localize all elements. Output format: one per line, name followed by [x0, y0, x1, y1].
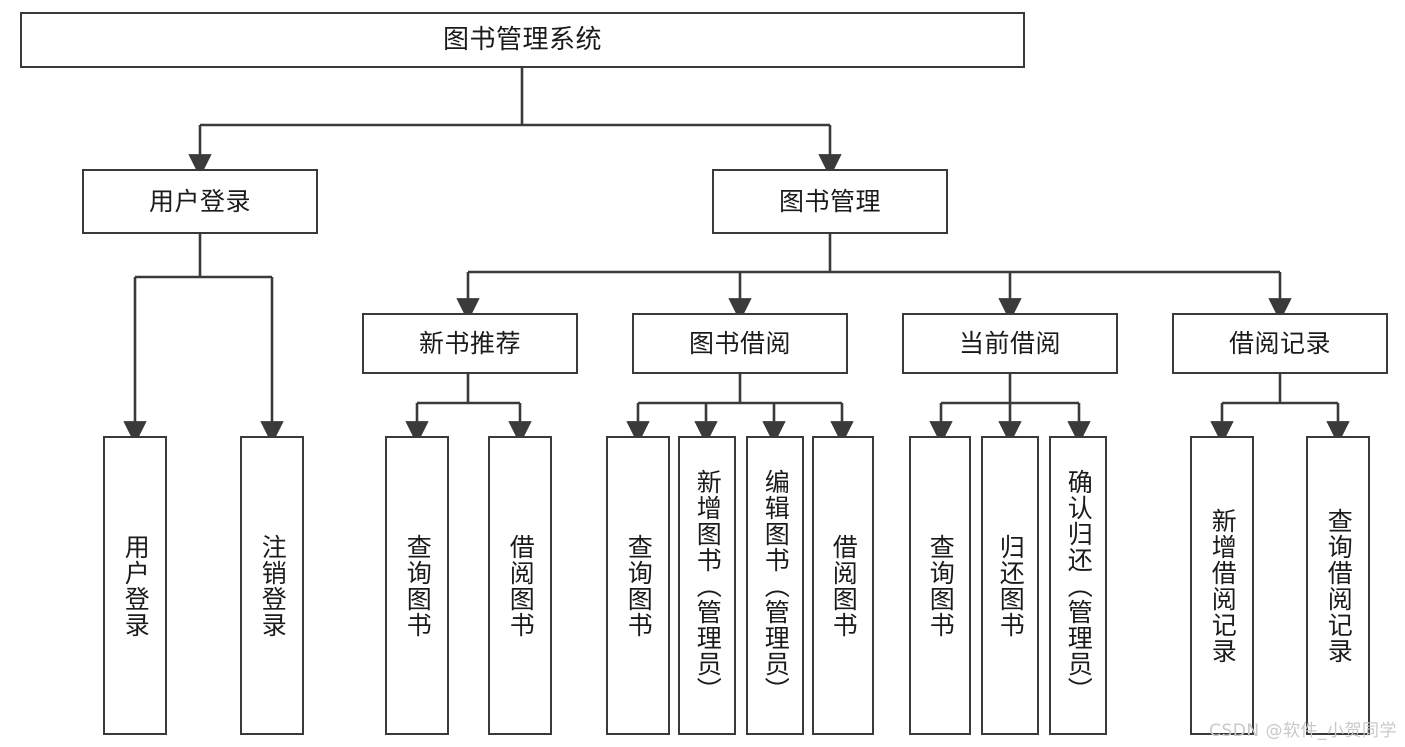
leaf-query-book-1[interactable]: 查询图书 [385, 436, 449, 735]
leaf-borrow-book-1[interactable]: 借阅图书 [488, 436, 552, 735]
node-book-borrow-label: 图书借阅 [688, 328, 791, 358]
leaf-query-book-1-label: 查询图书 [403, 533, 433, 638]
leaf-user-logout[interactable]: 注销登录 [240, 436, 304, 735]
leaf-query-book-2-label: 查询图书 [624, 533, 654, 638]
leaf-query-book-2[interactable]: 查询图书 [606, 436, 670, 735]
leaf-borrow-book-2-label: 借阅图书 [829, 533, 859, 638]
node-root[interactable]: 图书管理系统 [20, 12, 1025, 68]
leaf-user-login-label: 用户登录 [121, 533, 151, 638]
leaf-add-book[interactable]: 新增图书（管理员） [678, 436, 736, 735]
node-new-book-recommend[interactable]: 新书推荐 [362, 313, 578, 374]
leaf-add-book-label: 新增图书（管理员） [693, 468, 723, 703]
leaf-query-record[interactable]: 查询借阅记录 [1306, 436, 1370, 735]
leaf-query-record-label: 查询借阅记录 [1324, 507, 1354, 664]
leaf-return-book[interactable]: 归还图书 [981, 436, 1039, 735]
leaf-edit-book-label: 编辑图书（管理员） [761, 468, 791, 703]
leaf-confirm-return-label: 确认归还（管理员） [1064, 468, 1094, 703]
leaf-add-record-label: 新增借阅记录 [1208, 507, 1238, 664]
node-book-management[interactable]: 图书管理 [712, 169, 948, 234]
leaf-return-book-label: 归还图书 [996, 533, 1026, 638]
leaf-borrow-book-1-label: 借阅图书 [506, 533, 536, 638]
node-new-book-recommend-label: 新书推荐 [418, 328, 521, 358]
leaf-confirm-return[interactable]: 确认归还（管理员） [1049, 436, 1107, 735]
leaf-user-login[interactable]: 用户登录 [103, 436, 167, 735]
node-root-label: 图书管理系统 [442, 24, 602, 55]
node-current-borrow-label: 当前借阅 [958, 328, 1061, 358]
node-user-login-label: 用户登录 [148, 186, 251, 216]
leaf-query-book-3[interactable]: 查询图书 [909, 436, 971, 735]
node-user-login[interactable]: 用户登录 [82, 169, 318, 234]
node-book-management-label: 图书管理 [778, 186, 881, 216]
watermark: CSDN @软件_小贺同学 [1209, 721, 1397, 741]
leaf-edit-book[interactable]: 编辑图书（管理员） [746, 436, 804, 735]
node-book-borrow[interactable]: 图书借阅 [632, 313, 848, 374]
leaf-add-record[interactable]: 新增借阅记录 [1190, 436, 1254, 735]
leaf-query-book-3-label: 查询图书 [926, 533, 956, 638]
node-borrow-record[interactable]: 借阅记录 [1172, 313, 1388, 374]
node-borrow-record-label: 借阅记录 [1228, 328, 1331, 358]
node-current-borrow[interactable]: 当前借阅 [902, 313, 1118, 374]
leaf-borrow-book-2[interactable]: 借阅图书 [812, 436, 874, 735]
leaf-user-logout-label: 注销登录 [258, 533, 288, 638]
